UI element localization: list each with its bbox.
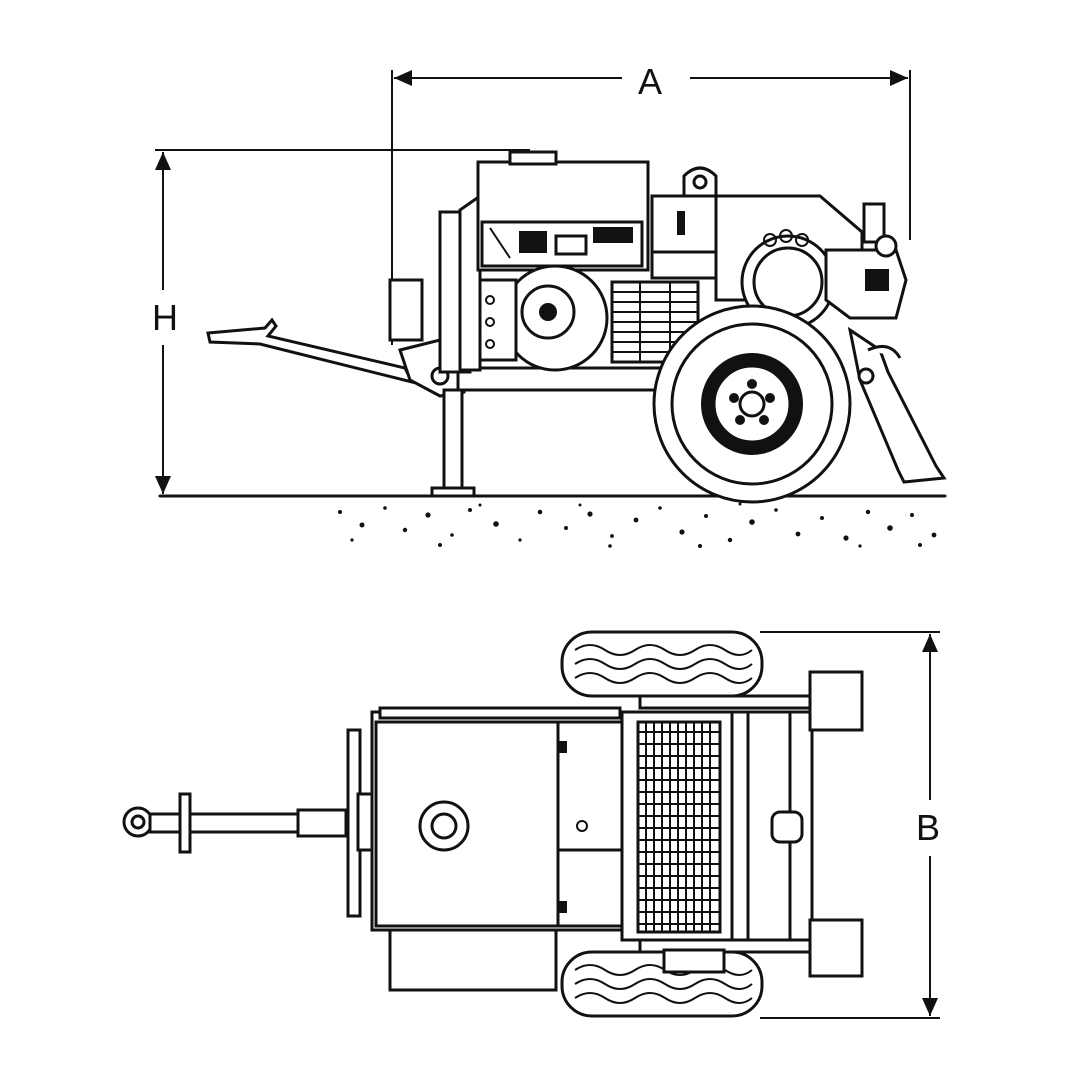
top-view: B xyxy=(122,630,940,1019)
dimension-h-label: H xyxy=(152,297,178,338)
body-top xyxy=(370,706,774,992)
capstan-top xyxy=(638,670,864,978)
dimension-a-label: A xyxy=(638,61,662,102)
engine-housing xyxy=(476,150,650,272)
tow-bar xyxy=(206,317,466,398)
generator-drum xyxy=(478,264,609,372)
tow-bar-top xyxy=(122,728,388,918)
capstan-housing xyxy=(714,194,908,330)
dimension-h: H xyxy=(152,149,530,494)
grille-top xyxy=(620,710,734,942)
tire-bottom xyxy=(560,950,764,1018)
gravel xyxy=(338,502,937,548)
tire-top xyxy=(560,630,764,698)
side-wheel xyxy=(652,304,852,504)
rear-stabilizer xyxy=(847,326,947,484)
dimension-b: B xyxy=(760,631,940,1019)
chassis-frame xyxy=(388,193,670,392)
control-box xyxy=(650,166,724,280)
front-jack-stand xyxy=(430,388,476,498)
ground xyxy=(158,494,947,548)
dimension-b-label: B xyxy=(916,807,940,848)
side-view: A H xyxy=(152,61,947,548)
